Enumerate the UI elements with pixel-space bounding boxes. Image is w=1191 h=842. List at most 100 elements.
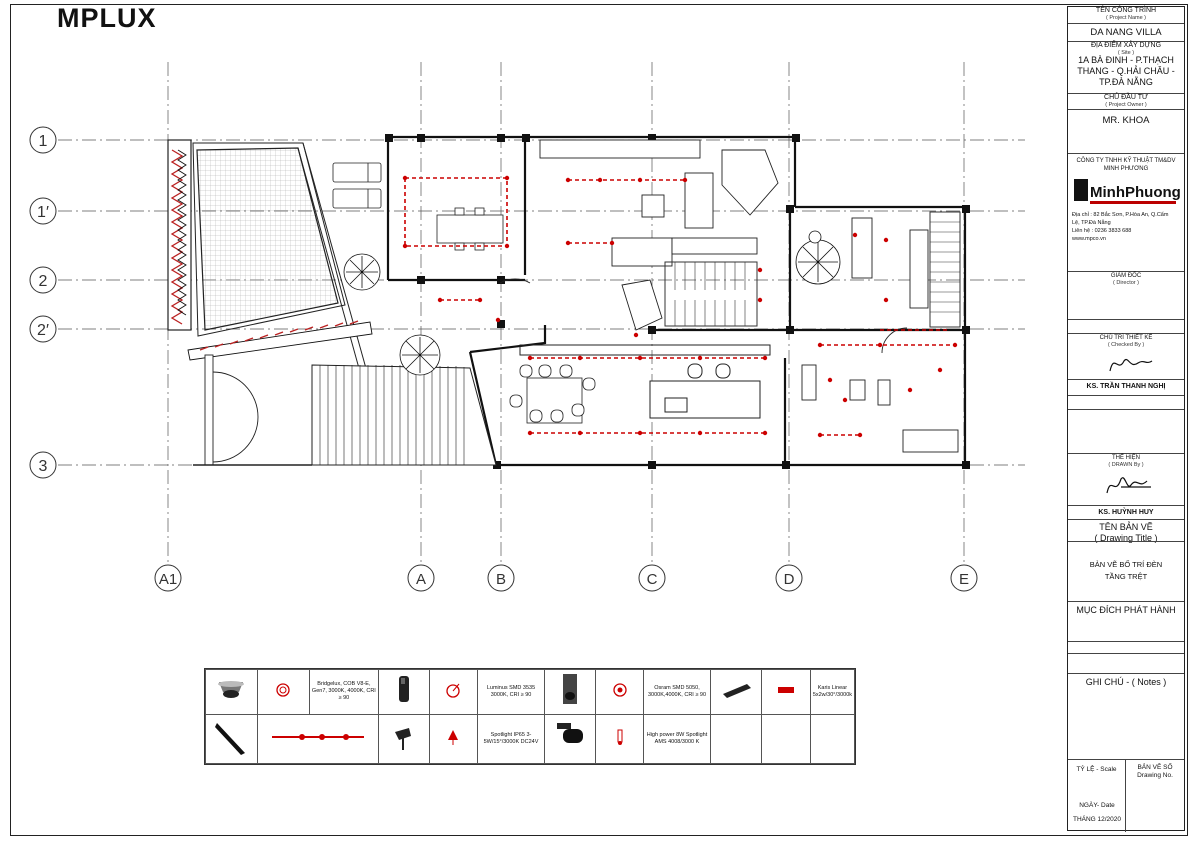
owner-label: CHỦ ĐẦU TƯ bbox=[1104, 94, 1148, 101]
drawn-label: THỂ HIỆN bbox=[1111, 455, 1140, 461]
downlight-dot bbox=[437, 297, 443, 303]
wall-columns bbox=[385, 134, 970, 469]
title-line: TẦNG TRỆT bbox=[1104, 572, 1148, 581]
downlight-dot bbox=[527, 430, 533, 436]
site-line: THANG - Q.HẢI CHÂU - bbox=[1077, 66, 1175, 76]
title-sub: ( Drawing Title ) bbox=[1094, 533, 1158, 543]
downlight-dot bbox=[637, 355, 643, 361]
notes-label: GHI CHÚ - ( Notes ) bbox=[1085, 677, 1167, 687]
purpose-label: MỤC ĐÍCH PHÁT HÀNH bbox=[1076, 605, 1176, 615]
checked-signature bbox=[1068, 347, 1184, 379]
downlight-dot bbox=[937, 367, 943, 373]
director-sub: ( Director ) bbox=[1113, 280, 1139, 286]
downlight-photo-icon bbox=[205, 669, 258, 715]
downlight-dot bbox=[565, 177, 571, 183]
title-label-cell: TÊN BẢN VẼ ( Drawing Title ) bbox=[1068, 519, 1184, 567]
site-sub: ( Site ) bbox=[1117, 50, 1135, 56]
light-fixtures bbox=[404, 177, 955, 436]
notes-cell: GHI CHÚ - ( Notes ) bbox=[1068, 673, 1184, 759]
downlight-dot bbox=[577, 355, 583, 361]
address-line: Lệ, TP.Đà Nẵng bbox=[1072, 220, 1111, 226]
company-line: MINH PHƯƠNG bbox=[1103, 166, 1149, 172]
kitchen-island bbox=[519, 344, 771, 419]
downlight-dot bbox=[633, 332, 639, 338]
checked-sub: ( Checked By ) bbox=[1107, 342, 1145, 348]
title-label: TÊN BẢN VẼ bbox=[1099, 522, 1153, 532]
director-label-cell: GIÁM ĐỐC ( Director ) bbox=[1068, 271, 1184, 286]
grid-row-bubble: 2 bbox=[29, 266, 57, 294]
address-line: Liên hệ : 0236 3833 688 bbox=[1072, 228, 1132, 234]
title-cell: BẢN VẼ BỐ TRÍ ĐÈN TẦNG TRỆT bbox=[1068, 541, 1184, 601]
date-value: THÁNG 12/2020 bbox=[1072, 816, 1122, 823]
owner-label-cell: CHỦ ĐẦU TƯ ( Project Owner ) bbox=[1068, 93, 1184, 108]
downlight-dot bbox=[504, 175, 510, 181]
checked-label-cell: CHỦ TRÌ THIẾT KẾ ( Checked By ) bbox=[1068, 333, 1184, 348]
grid-col-label: A bbox=[416, 571, 426, 588]
cylinder-photo-icon bbox=[543, 669, 596, 715]
site-line: 1A BÀ ĐINH - P.THẠCH bbox=[1078, 55, 1174, 65]
drawn-sub: ( DRAWN By ) bbox=[1108, 462, 1144, 468]
grid-row-label: 3 bbox=[39, 458, 48, 475]
drawn-name: KS. HUỲNH HUY bbox=[1098, 509, 1154, 516]
cob-symbol-icon bbox=[256, 669, 310, 715]
scale-cell: TỶ LỆ - Scale NGÀY- Date THÁNG 12/2020 B… bbox=[1068, 759, 1184, 832]
downlight-dot bbox=[527, 355, 533, 361]
company-line: CÔNG TY TNHH KỸ THUẬT TM&DV bbox=[1076, 158, 1176, 164]
downlight-dot bbox=[817, 432, 823, 438]
address-line: Địa chỉ : 82 Bắc Sơn, P.Hòa An, Q.Cẩm bbox=[1072, 212, 1169, 218]
grid-col-label: D bbox=[784, 571, 795, 588]
planter-row bbox=[187, 320, 373, 361]
drawing-no-label: BẢN VẼ SỐ bbox=[1137, 764, 1173, 771]
legend-empty bbox=[809, 713, 856, 765]
linear-photo-icon bbox=[709, 669, 762, 715]
project-sub: ( Project Name ) bbox=[1105, 15, 1147, 21]
spike-light-photo-icon bbox=[378, 713, 430, 765]
interior-stair bbox=[664, 211, 961, 328]
downlight-dot bbox=[637, 177, 643, 183]
downlight-dot bbox=[565, 240, 571, 246]
downlight-dot bbox=[857, 432, 863, 438]
company-cell: CÔNG TY TNHH KỸ THUẬT TM&DV MINH PHƯƠNG … bbox=[1068, 153, 1184, 269]
lighting-legend: Bridgelux, COB V8-E, Gen7, 3000K, 4000K,… bbox=[204, 668, 856, 765]
owner-name: MR. KHOA bbox=[1102, 115, 1150, 126]
legend-desc: Karis Linear 5x2w/30°/3000k bbox=[809, 669, 856, 715]
checked-name-cell: KS. TRẦN THANH NGHỊ bbox=[1068, 379, 1184, 395]
entry-gate bbox=[193, 278, 908, 466]
front-stair bbox=[311, 364, 497, 466]
downlight-dot bbox=[577, 430, 583, 436]
grid-row-label: 2′ bbox=[37, 322, 49, 339]
downlight-dot bbox=[883, 237, 889, 243]
grid-col-bubble: C bbox=[638, 564, 666, 592]
project-label-cell: TÊN CÔNG TRÌNH ( Project Name ) bbox=[1068, 7, 1184, 21]
downlight-dot bbox=[827, 377, 833, 383]
grid-row-label: 1 bbox=[39, 133, 48, 150]
spot-symbol-icon bbox=[594, 713, 645, 765]
downlight-dot bbox=[757, 267, 763, 273]
brand-logo: MPLUX bbox=[57, 3, 157, 33]
legend-desc: Osram SMD 5050, 3000K,4000K, CRI ≥ 90 bbox=[643, 669, 711, 715]
date-label: NGÀY- Date bbox=[1079, 802, 1115, 809]
checked-name: KS. TRẦN THANH NGHỊ bbox=[1086, 383, 1166, 390]
downlight-dot bbox=[402, 175, 408, 181]
grid-col-label: E bbox=[959, 571, 969, 588]
downlight-dot bbox=[682, 177, 688, 183]
trees bbox=[343, 230, 841, 376]
legend-desc: Luminus SMD 3535 3000K, CRI ≥ 90 bbox=[477, 669, 545, 715]
grid-col-bubble: B bbox=[487, 564, 515, 592]
left-landscape-strip bbox=[167, 139, 192, 331]
company-logo-text: MinhPhuong bbox=[1090, 184, 1180, 201]
downlight-dot bbox=[637, 430, 643, 436]
downlight-dot bbox=[762, 430, 768, 436]
living-furniture bbox=[539, 139, 779, 331]
grid-col-bubble: E bbox=[950, 564, 978, 592]
downlight-dot bbox=[477, 297, 483, 303]
magnetic-track-photo-icon bbox=[205, 713, 258, 765]
downlight-dot bbox=[877, 342, 883, 348]
scale-label: TỶ LỆ - Scale bbox=[1076, 766, 1117, 773]
project-label: TÊN CÔNG TRÌNH bbox=[1095, 7, 1157, 14]
grid-row-bubble: 3 bbox=[29, 451, 57, 479]
downlight-dot bbox=[907, 387, 913, 393]
downlight-dot bbox=[495, 317, 501, 323]
